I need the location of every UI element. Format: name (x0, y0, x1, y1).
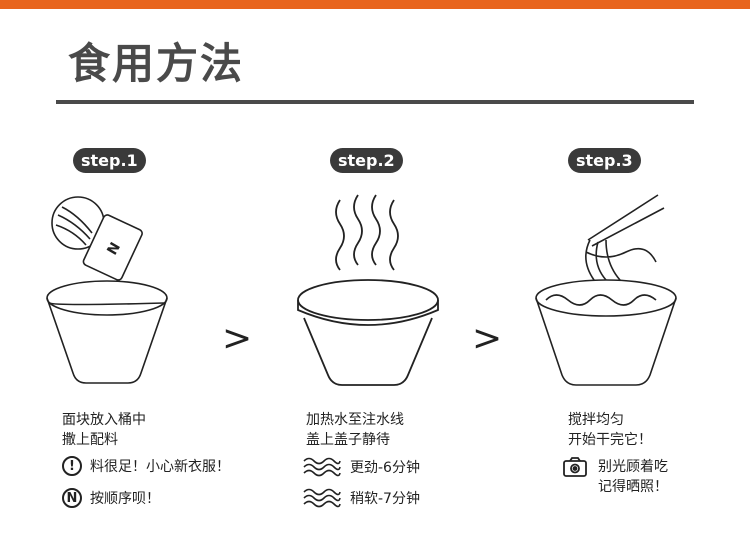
title-divider (56, 100, 694, 104)
step-1-line-2: 撒上配料 (62, 432, 118, 448)
next-arrow: > (472, 318, 503, 359)
page-title: 食用方法 (68, 39, 245, 88)
steam-icon (335, 194, 399, 271)
bowl-icon (46, 280, 168, 384)
tip-text: 稍软-7分钟 (350, 491, 420, 507)
step-3-tip-line-2: 记得晒照！ (598, 479, 668, 495)
tip-text: 料很足！小心新衣服！ (90, 459, 230, 475)
tip-text: 更劲-6分钟 (350, 460, 420, 476)
step-1-illustration: N (46, 196, 168, 384)
seasoning-packet-icon: N (82, 214, 143, 281)
bowl-icon (535, 279, 677, 386)
next-arrow: > (222, 318, 253, 359)
step-1-line-1: 面块放入桶中 (62, 412, 146, 428)
step-3-line-1: 搅拌均匀 (568, 412, 624, 428)
step-3-illustration (535, 194, 677, 386)
tip-text: 按顺序呗！ (90, 491, 160, 507)
lidded-bowl-icon (297, 279, 439, 386)
camera-icon (563, 457, 587, 477)
step-2-line-1: 加热水至注水线 (306, 412, 404, 428)
step-2-line-2: 盖上盖子静待 (306, 432, 390, 448)
top-accent-bar (0, 0, 750, 9)
steam-waves-icon (303, 457, 341, 477)
n-circle-icon: N (62, 488, 82, 508)
step-3-badge: step.3 (568, 148, 641, 173)
exclamation-circle-icon: ! (62, 456, 82, 476)
step-3-line-2: 开始干完它！ (568, 432, 652, 448)
steam-waves-icon (303, 488, 341, 508)
step-2-badge: step.2 (330, 148, 403, 173)
step-2-illustration (297, 194, 439, 386)
step-3-tip-line-1: 别光顾着吃 (598, 459, 668, 475)
chopsticks-icon (587, 194, 665, 247)
step-1-badge: step.1 (73, 148, 146, 173)
